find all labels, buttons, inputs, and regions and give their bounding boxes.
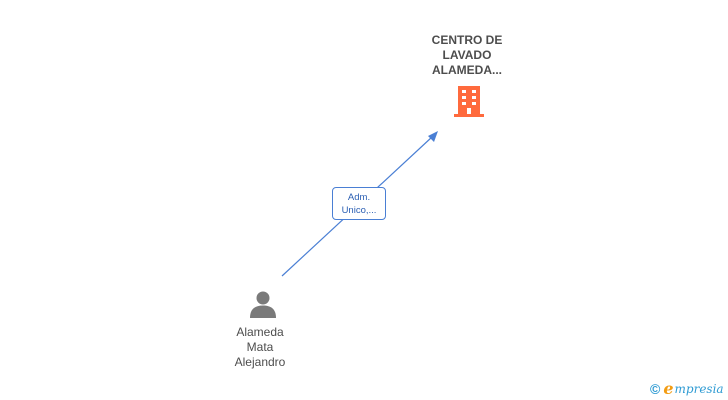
person-name-label[interactable]: Alameda Mata Alejandro [220, 325, 300, 370]
person-icon[interactable] [249, 290, 277, 318]
brand-logo-text: mpresia [674, 382, 724, 396]
person-name-line-3: Alejandro [234, 355, 286, 369]
role-line-2: Unico,... [341, 205, 377, 216]
role-line-1: Adm. [347, 192, 371, 203]
building-icon[interactable] [452, 84, 486, 118]
copyright-icon: © [650, 381, 661, 397]
company-name-line-2: LAVADO [442, 48, 492, 62]
brand-logo-initial: e [663, 379, 674, 398]
company-name-line-1: CENTRO DE [431, 33, 503, 47]
person-name-line-1: Alameda [236, 325, 284, 339]
edge-arrowhead [428, 131, 438, 142]
role-label-box[interactable]: Adm. Unico,... [332, 187, 386, 220]
company-name-label[interactable]: CENTRO DE LAVADO ALAMEDA... [418, 33, 516, 78]
brand-logo: © e mpresia [650, 380, 724, 398]
person-name-line-2: Mata [246, 340, 274, 354]
company-name-line-3: ALAMEDA... [432, 63, 502, 77]
